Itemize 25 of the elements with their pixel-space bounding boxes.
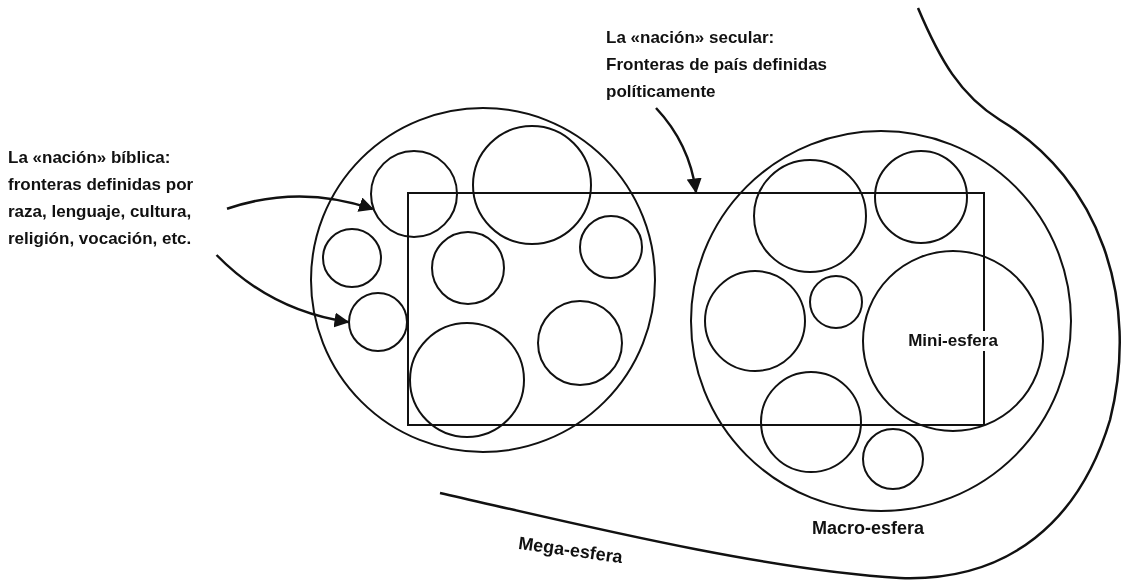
sphere-circle [704,270,806,372]
sphere-circle [310,107,656,453]
sphere-circle [862,250,1044,432]
sphere-circle [431,231,505,305]
sphere-label: Macro-esfera [812,518,925,539]
sphere-circle [874,150,968,244]
sphere-circle [753,159,867,273]
sphere-circle [409,322,525,438]
sphere-circle [809,275,863,329]
arrow [215,254,350,328]
sphere-circle [322,228,382,288]
sphere-circle [579,215,643,279]
sphere-circle [690,130,1072,512]
arrow [226,195,375,213]
annotation-text: La «nación» bíblica: fronteras definidas por raza, lenguaje, cultura, religión, vocación, etc. [8,147,195,250]
sphere-circle [537,300,623,386]
sphere-circle [370,150,458,238]
sphere-label: Mega-esfera [517,532,624,569]
annotation-text: Mini-esfera [906,331,1000,351]
sphere-circle [472,125,592,245]
arrow [655,107,702,194]
sphere-circle [348,292,408,352]
annotation-text: La «nación» secular: Fronteras de país definidas políticamente [606,27,829,103]
sphere-circle [760,371,862,473]
sphere-circle [862,428,924,490]
